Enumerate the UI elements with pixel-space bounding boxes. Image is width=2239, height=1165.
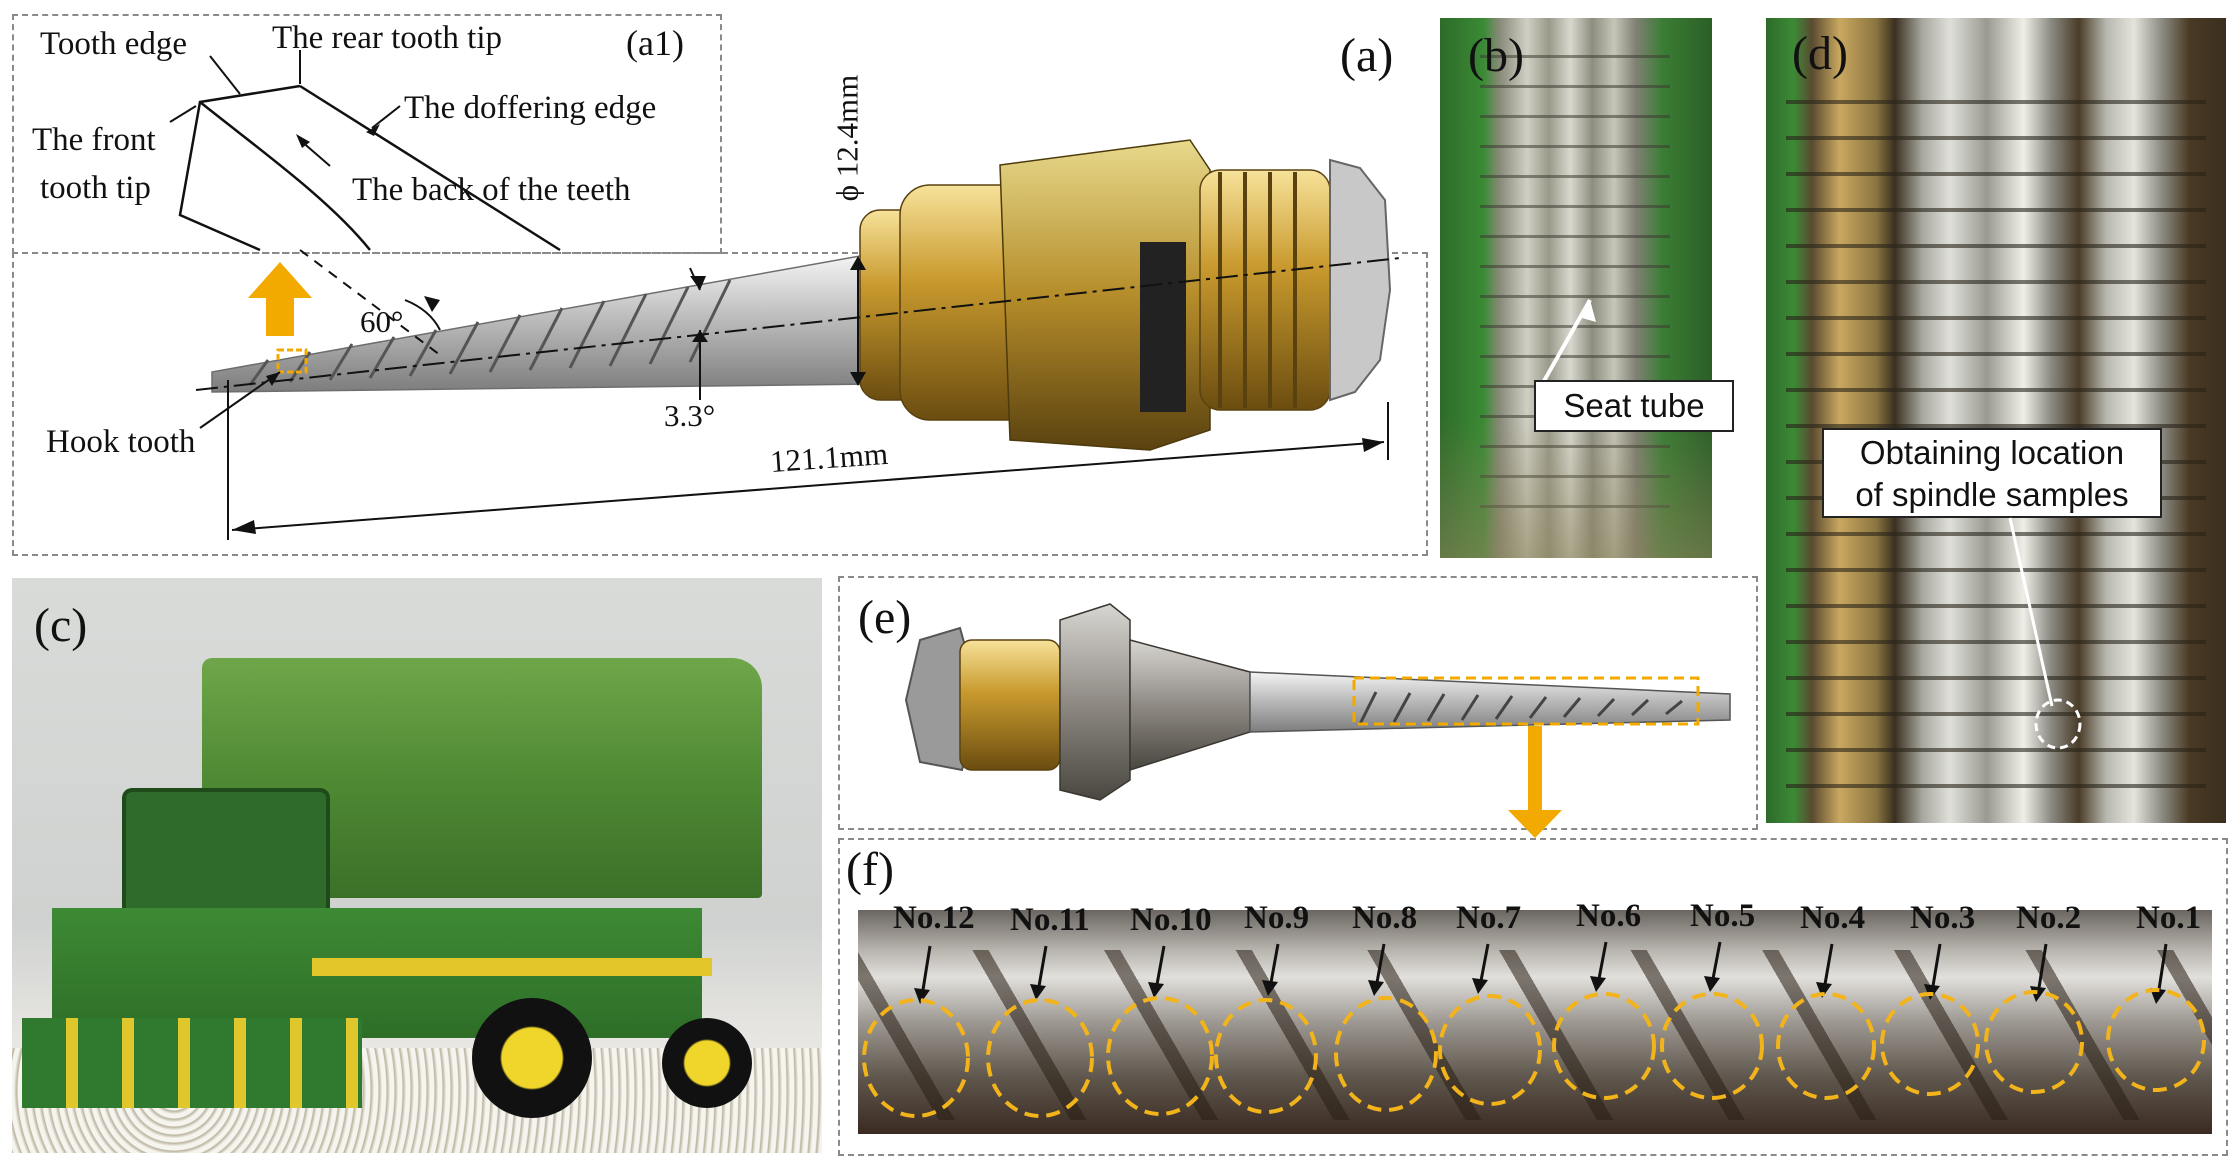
- sample-location-circle: [2034, 698, 2082, 750]
- used-hex: [1059, 603, 1131, 801]
- tooth-label-5: No.5: [1690, 898, 1756, 934]
- spindle-gear: [1329, 158, 1392, 402]
- label-angle-60: 60°: [360, 304, 404, 339]
- leader-back-arrowhead: [296, 134, 310, 148]
- obtaining-text-1: Obtaining location: [1859, 434, 2125, 471]
- tooth-label-2: No.2: [2016, 900, 2082, 936]
- ground-area: [1440, 418, 1712, 558]
- leader-hook-tooth: [199, 371, 281, 429]
- panel-label-c: (c): [34, 599, 88, 652]
- harvester-yellow-stripe: [312, 958, 712, 976]
- tooth-label-4: No.4: [1800, 900, 1866, 936]
- panel-a1-frame: [12, 14, 722, 254]
- obtaining-text-2: of spindle samples: [1855, 476, 2129, 513]
- panel-f-frame: [838, 838, 2228, 1156]
- leader-doffering-arrowhead: [366, 124, 380, 136]
- label-front-tooth-tip-1: The front: [32, 122, 156, 158]
- used-teeth: [1358, 691, 1683, 725]
- tooth-label-3: No.3: [1910, 900, 1976, 936]
- photo-cotton-picker: [12, 578, 822, 1153]
- panel-label-b: (b): [1468, 29, 1524, 82]
- tooth-label-12: No.12: [893, 900, 975, 936]
- angle-60-arrow: [424, 296, 440, 312]
- hook-tooth-box: [276, 348, 308, 374]
- label-doffering-edge: The doffering edge: [404, 90, 657, 126]
- panel-label-e: (e): [858, 591, 912, 644]
- label-back-of-teeth: The back of the teeth: [352, 172, 631, 208]
- leader-front-tip: [169, 105, 197, 123]
- tooth-schematic: [169, 50, 561, 252]
- length-dimension-line: [231, 441, 1385, 531]
- doffering-edge-line: [299, 84, 561, 252]
- panel-label-a: (a): [1340, 29, 1394, 82]
- spindle-drawing: [195, 139, 1401, 540]
- spindle-centerline: [195, 257, 1401, 391]
- panel-label-f: (f): [846, 843, 894, 896]
- taper-top-arrow: [690, 276, 706, 290]
- label-front-tooth-tip-2: tooth tip: [40, 170, 151, 206]
- tooth-arrows: [914, 941, 2168, 1004]
- obtaining-callout: Obtaining location of spindle samples: [1822, 428, 2162, 518]
- spindle-slot: [1140, 242, 1186, 412]
- tooth-label-10: No.10: [1130, 902, 1212, 938]
- tooth-circles: [862, 988, 2206, 1118]
- label-hook-tooth: Hook tooth: [46, 424, 196, 460]
- label-rear-tooth-tip: The rear tooth tip: [272, 20, 503, 56]
- label-angle-3-3: 3.3°: [664, 398, 716, 433]
- harvester-row-units: [22, 1018, 362, 1108]
- tooth-label-9: No.9: [1244, 900, 1310, 936]
- panel-label-d: (d): [1792, 27, 1848, 80]
- yellow-up-arrow: [248, 262, 312, 336]
- leader-tooth-edge: [209, 55, 241, 95]
- panel-e-frame: [838, 576, 1758, 830]
- harvester-front-wheel: [662, 1018, 752, 1108]
- label-tooth-edge: Tooth edge: [40, 26, 188, 62]
- tooth-label-11: No.11: [1010, 902, 1090, 938]
- seat-tube-callout: Seat tube: [1534, 380, 1734, 432]
- photo-seat-tube: [1440, 18, 1712, 558]
- harvester-rear-wheel: [472, 998, 592, 1118]
- seat-tube-text: Seat tube: [1563, 387, 1705, 424]
- angle-60-guide: [299, 249, 441, 356]
- tooth-label-1: No.1: [2136, 900, 2202, 936]
- tooth-label-6: No.6: [1576, 898, 1642, 934]
- leader-doffering: [371, 105, 401, 129]
- teeth-region-box: [1352, 676, 1700, 726]
- spindle-teeth: [248, 279, 732, 386]
- panel-label-a1: (a1): [626, 23, 684, 63]
- angle-3-3-arrow: [692, 330, 708, 342]
- tooth-label-7: No.7: [1456, 900, 1522, 936]
- used-shaft: [1249, 671, 1731, 733]
- tooth-label-8: No.8: [1352, 900, 1418, 936]
- tooth-profile-inner: [199, 101, 371, 251]
- angle-60-arc: [404, 299, 441, 331]
- thread-lines: [1218, 172, 1297, 408]
- yellow-down-arrow: [1508, 726, 1562, 838]
- tooth-profile-outer: [178, 84, 301, 252]
